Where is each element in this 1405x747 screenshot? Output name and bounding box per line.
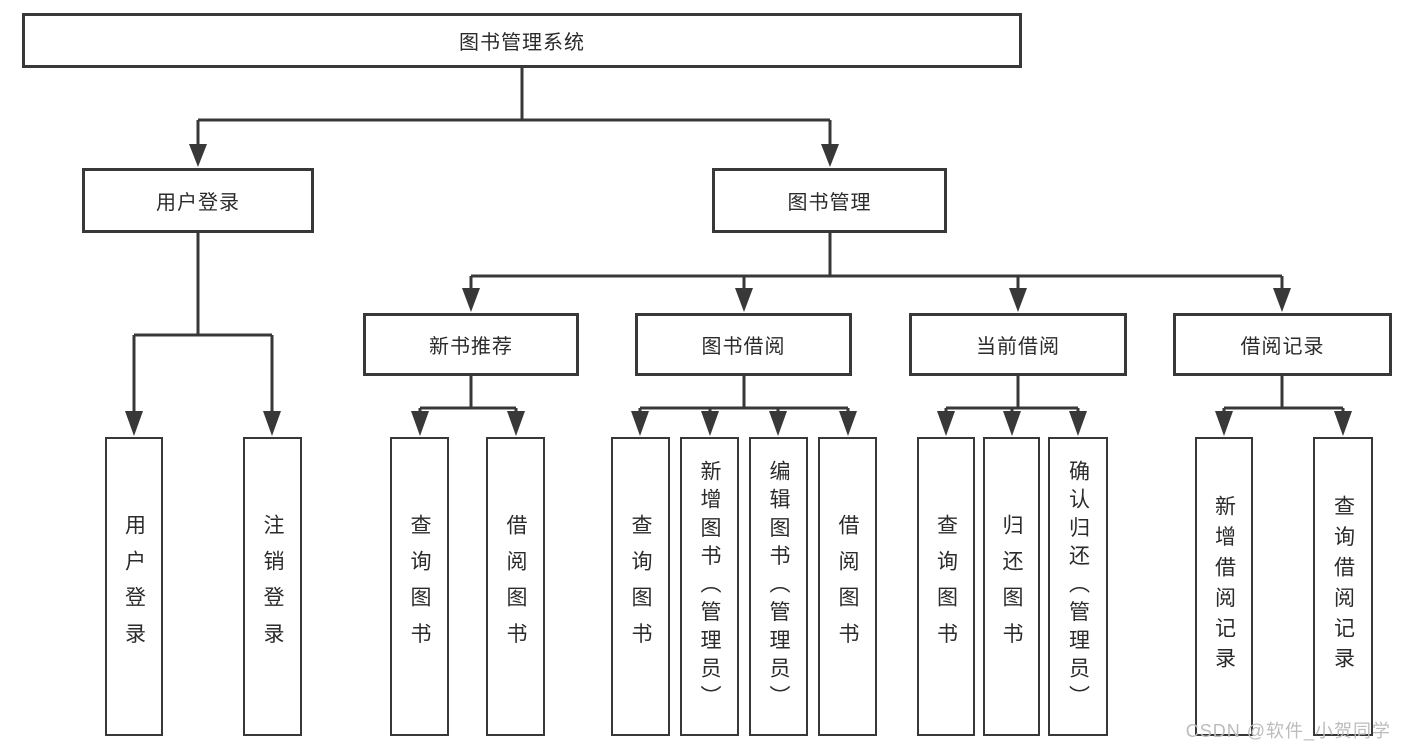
node-label: 图书借阅: [701, 336, 786, 358]
node-label: 确认归还（管理员）: [1066, 459, 1090, 714]
leaf-query-books-borrow: 查询图书: [611, 437, 670, 736]
node-label: 查询图书: [934, 514, 958, 659]
connector-root-to-level2: [189, 68, 839, 167]
node-label: 借阅记录: [1240, 336, 1325, 358]
node-label: 图书管理: [787, 192, 872, 214]
node-label: 借阅图书: [504, 514, 527, 659]
connector-book-borrow-children: [631, 376, 857, 436]
node-label: 编辑图书（管理员）: [767, 459, 790, 714]
node-label: 借阅图书: [836, 514, 859, 659]
leaf-user-login: 用户登录: [105, 437, 163, 736]
node-label: 查询图书: [629, 514, 652, 659]
leaf-borrow-books: 借阅图书: [818, 437, 877, 736]
node-label: 查询借阅记录: [1331, 495, 1355, 678]
node-label: 图书管理系统: [459, 32, 585, 54]
node-book-management: 图书管理: [712, 168, 947, 233]
node-label: 新书推荐: [429, 336, 513, 358]
node-book-borrow: 图书借阅: [635, 313, 852, 376]
watermark: CSDN @软件_小贺同学: [1185, 721, 1391, 741]
node-new-book-recommend: 新书推荐: [363, 313, 579, 376]
leaf-add-borrow-record: 新增借阅记录: [1195, 437, 1253, 736]
connector-current-borrow-children: [937, 376, 1087, 436]
leaf-query-borrow-record: 查询借阅记录: [1313, 437, 1373, 736]
leaf-query-books-recommend: 查询图书: [390, 437, 449, 736]
node-current-borrow: 当前借阅: [909, 313, 1127, 376]
node-label: 用户登录: [122, 514, 146, 659]
connector-book-management-children: [462, 233, 1291, 312]
leaf-logout-login: 注销登录: [243, 437, 302, 736]
node-label: 用户登录: [156, 192, 240, 214]
leaf-add-books-admin: 新增图书（管理员）: [680, 437, 739, 736]
node-label: 新增图书（管理员）: [698, 459, 721, 714]
leaf-return-books: 归还图书: [983, 437, 1040, 736]
connector-user-login-children: [125, 233, 281, 436]
leaf-confirm-return-admin: 确认归还（管理员）: [1048, 437, 1108, 736]
leaf-edit-books-admin: 编辑图书（管理员）: [749, 437, 808, 736]
node-label: 新增借阅记录: [1212, 495, 1236, 678]
node-label: 归还图书: [1000, 514, 1023, 659]
node-label: 查询图书: [408, 514, 431, 659]
node-borrow-records: 借阅记录: [1173, 313, 1392, 376]
node-root: 图书管理系统: [22, 13, 1022, 68]
connector-new-book-children: [411, 376, 525, 436]
node-label: 当前借阅: [976, 336, 1060, 358]
connector-borrow-record-children: [1215, 376, 1352, 436]
node-label: 注销登录: [261, 514, 284, 659]
leaf-query-books-current: 查询图书: [917, 437, 975, 736]
node-user-login: 用户登录: [82, 168, 314, 233]
leaf-borrow-books-recommend: 借阅图书: [486, 437, 545, 736]
